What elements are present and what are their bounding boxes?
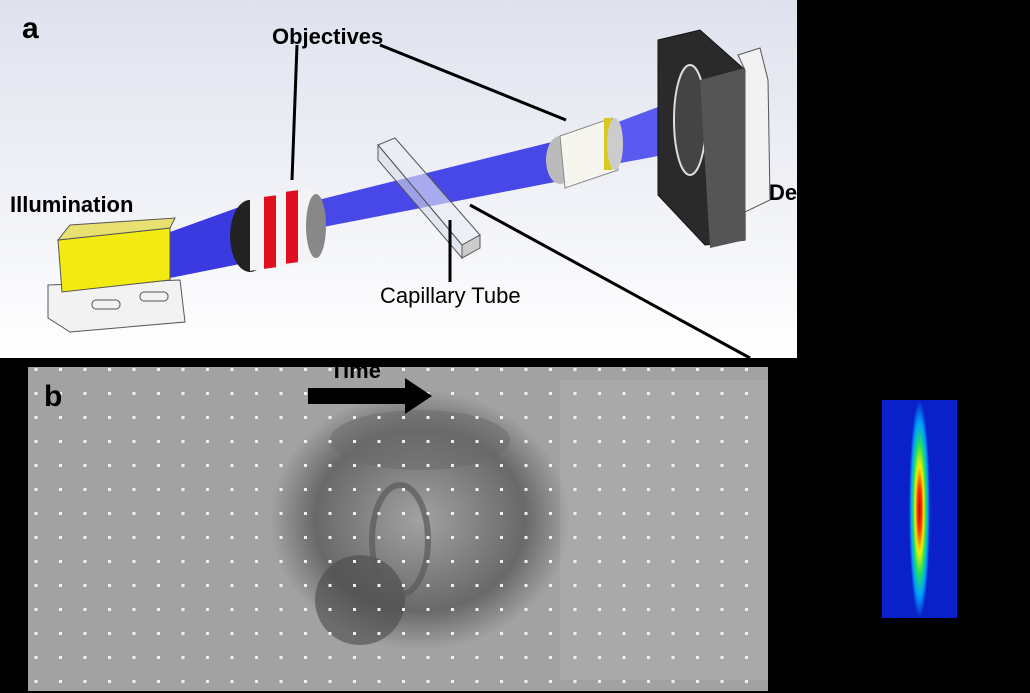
objective-lens-1 <box>230 188 326 272</box>
dot-grid <box>28 367 768 691</box>
detector-label: De <box>769 180 797 205</box>
panel-b-label: b <box>44 380 62 413</box>
objective-1-leader <box>290 44 299 181</box>
time-arrow-icon <box>308 378 432 414</box>
zoom-leader <box>469 203 751 360</box>
time-label: Time <box>330 358 381 383</box>
illumination-label: Illumination <box>10 192 133 217</box>
objective-2-leader <box>379 43 567 122</box>
capillary-tube <box>377 137 481 260</box>
objective-lens-2 <box>546 117 623 189</box>
capillary-tube-label: Capillary Tube <box>380 283 521 308</box>
objectives-label: Objectives <box>272 24 383 49</box>
detector <box>657 29 771 248</box>
beam-segment <box>170 205 250 278</box>
intensity-profile-inset <box>882 400 957 618</box>
illumination-source <box>47 217 186 333</box>
right-black-region <box>797 0 1030 358</box>
panel-b: b Time <box>28 358 768 691</box>
beam-segment <box>318 140 565 228</box>
panel-a-label: a <box>22 12 39 45</box>
panel-a: a Objectives Illumination Capillary Tube… <box>0 0 797 360</box>
